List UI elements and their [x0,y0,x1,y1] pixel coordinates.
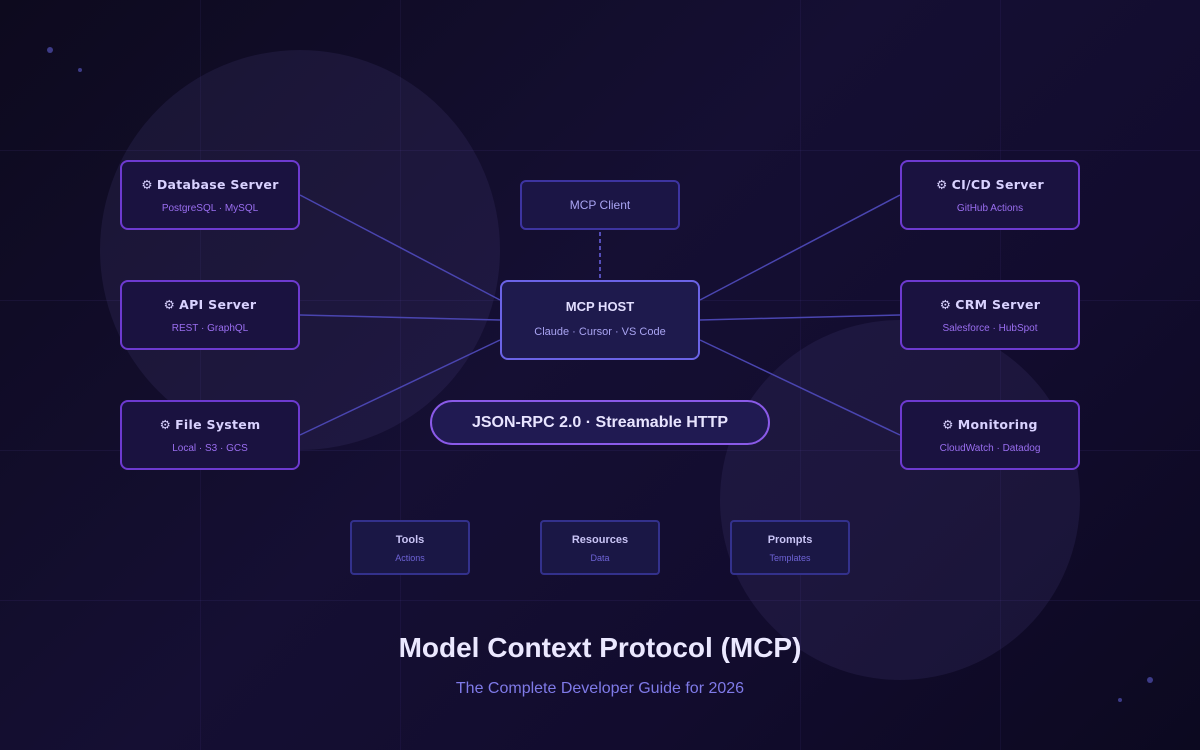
server-subtitle: Local · S3 · GCS [172,443,248,454]
grid-line [1000,0,1001,750]
host-subtitle: Claude · Cursor · VS Code [534,326,666,338]
grid-line [0,600,1200,601]
protocol-pill: JSON-RPC 2.0 · Streamable HTTP [430,400,770,445]
connector-crm-to-host [699,314,901,321]
gear-icon: ⚙ [939,297,952,312]
server-subtitle: CloudWatch · Datadog [939,443,1041,454]
decor-dot [1118,698,1122,702]
host-title: MCP HOST [565,299,635,314]
decor-dot [78,68,82,72]
mcp-host-node: MCP HOST Claude · Cursor · VS Code [500,280,700,360]
gear-icon: ⚙ [159,417,172,432]
background-glow-left [100,50,500,450]
database-server-node: ⚙Database Server PostgreSQL · MySQL [120,160,300,230]
page-title: Model Context Protocol (MCP) [398,632,802,663]
monitoring-node: ⚙Monitoring CloudWatch · Datadog [900,400,1080,470]
primitive-subtitle: Data [590,553,610,563]
page-subtitle: The Complete Developer Guide for 2026 [455,680,745,697]
server-title: CRM Server [955,297,1041,312]
cicd-server-node: ⚙CI/CD Server GitHub Actions [900,160,1080,230]
gear-icon: ⚙ [942,417,954,432]
primitive-subtitle: Actions [395,553,425,563]
decor-dot [1147,677,1153,683]
crm-server-node: ⚙CRM Server Salesforce · HubSpot [900,280,1080,350]
grid-line [0,450,1200,451]
server-title: Database Server [156,177,279,192]
server-subtitle: Salesforce · HubSpot [942,323,1038,334]
mcp-client-node: MCP Client [520,180,680,230]
server-title: File System [175,417,261,432]
grid-line [0,150,1200,151]
api-server-node: ⚙API Server REST · GraphQL [120,280,300,350]
background-glow-right [720,320,1080,680]
connector-cicd-to-host [699,194,901,301]
decor-dot [47,47,53,53]
grid-line [800,0,801,750]
gear-icon: ⚙ [936,177,948,192]
primitive-prompts: Prompts Templates [730,520,850,575]
connector-api-to-host [299,314,501,321]
primitive-title: Tools [395,534,425,546]
gear-icon: ⚙ [163,297,176,312]
server-subtitle: PostgreSQL · MySQL [161,203,259,214]
primitive-title: Resources [571,534,629,546]
connector-filesystem-to-host [299,339,501,436]
file-system-node: ⚙File System Local · S3 · GCS [120,400,300,470]
server-subtitle: REST · GraphQL [171,323,249,334]
primitive-tools: Tools Actions [350,520,470,575]
primitive-resources: Resources Data [540,520,660,575]
server-subtitle: GitHub Actions [956,203,1024,214]
grid-line [400,0,401,750]
connector-monitoring-to-host [699,339,901,436]
gear-icon: ⚙ [141,177,153,192]
server-title: API Server [179,297,257,312]
primitive-subtitle: Templates [769,553,811,563]
connector-database-to-host [299,194,501,301]
primitive-title: Prompts [767,534,813,546]
server-title: CI/CD Server [951,177,1044,192]
grid-line [200,0,201,750]
server-title: Monitoring [957,417,1038,432]
